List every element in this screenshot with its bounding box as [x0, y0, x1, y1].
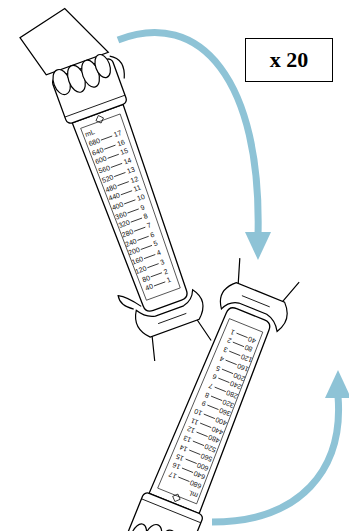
scale-tick	[222, 369, 233, 373]
scale-tick	[207, 405, 218, 409]
cylinder-illustration	[124, 303, 283, 531]
scale-tick	[127, 209, 138, 213]
repeat-count: x 20	[270, 47, 309, 73]
scale-tick	[226, 360, 237, 364]
scale-tick	[233, 342, 244, 346]
scale-tick	[211, 396, 222, 400]
arrow-head	[245, 232, 271, 260]
scale-tick	[108, 154, 119, 158]
repeat-count-box: x 20	[245, 38, 333, 82]
scale-tick	[101, 136, 112, 140]
scale-tick	[141, 245, 152, 249]
scale-tick	[134, 227, 145, 231]
scale-tick	[104, 145, 115, 149]
scale-tick	[124, 200, 135, 204]
rotation-arrow	[212, 396, 339, 522]
scale-tick	[182, 468, 193, 472]
scale-tick	[144, 255, 155, 259]
scale-tick	[178, 477, 189, 481]
mixing-cylinder: mL68017640166001556014520134801244011400…	[48, 57, 199, 316]
scale-tick	[229, 351, 240, 355]
scale-tick	[215, 387, 226, 391]
scale-tick	[111, 163, 122, 167]
scale-tick	[197, 432, 208, 436]
scale-tick	[118, 182, 129, 186]
scale-tick	[204, 414, 215, 418]
arrow-head	[325, 370, 349, 398]
scale-tick	[189, 450, 200, 454]
mixing-cylinder: mL68017640166001556014520134801244011400…	[124, 303, 283, 531]
scale-tick	[236, 333, 247, 337]
scale-tick	[186, 459, 197, 463]
cylinder-illustration	[48, 57, 199, 316]
scale-tick	[218, 378, 229, 382]
scale-tick	[114, 172, 125, 176]
scale-tick	[121, 191, 132, 195]
scale-tick	[137, 236, 148, 240]
scale-tick	[151, 273, 162, 277]
scale-tick	[193, 441, 204, 445]
scale-tick	[154, 282, 165, 286]
scale-tick	[131, 218, 142, 222]
scale-tick	[147, 264, 158, 268]
scale-tick	[200, 423, 211, 427]
